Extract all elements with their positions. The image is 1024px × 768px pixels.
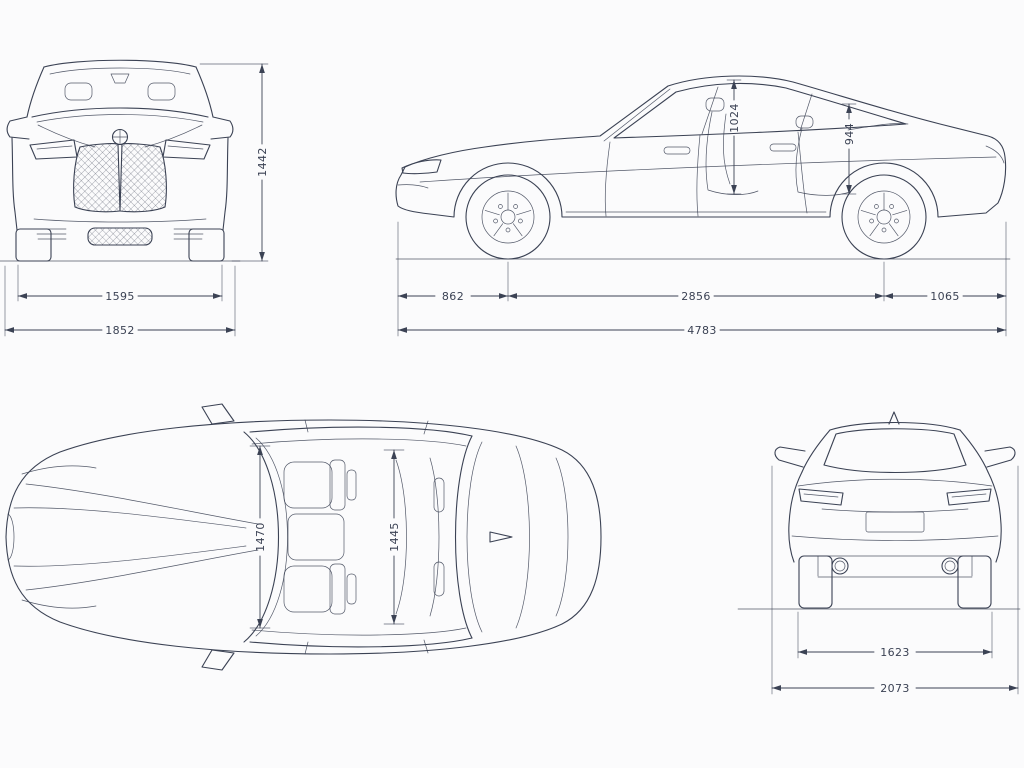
headrest-left (64, 82, 93, 101)
top-car-body (5, 403, 602, 671)
side-glasshouse (613, 82, 907, 139)
dim-width: 1852 (4, 265, 236, 337)
dim-width-label: 1852 (105, 324, 135, 337)
license-plate (865, 511, 925, 533)
dim-overhang-rear-label: 1065 (930, 290, 960, 303)
mirror-top (201, 403, 235, 425)
top-view: 1470 1445 (5, 403, 602, 671)
kidney-grille (73, 143, 167, 213)
front-wheel (465, 174, 551, 260)
rear-tire-left (798, 555, 833, 609)
taillight-left (798, 488, 844, 506)
mirror-bottom (201, 649, 235, 671)
taillight-right (946, 488, 992, 506)
dim-track-label: 1595 (105, 290, 135, 303)
dim-overhang-front-label: 862 (442, 290, 464, 303)
rear-mirror-right (984, 446, 1016, 468)
interior-seats-side (705, 97, 909, 196)
headlight-right (162, 139, 211, 160)
dim-length-label: 4783 (687, 324, 717, 337)
dim-headroom-rear-label: 944 (843, 123, 856, 145)
dim-width-incl-mirrors-label: 2073 (880, 682, 910, 695)
dim-overhang-rear: 1065 (883, 290, 1007, 303)
antenna-fin-top (489, 531, 513, 543)
dim-wheelbase: 2856 (507, 290, 885, 303)
door-handle-front (663, 146, 691, 155)
dim-length: 4783 (397, 324, 1007, 337)
dim-interior-width-rear-label: 1445 (388, 522, 401, 552)
dim-track-rear: 1623 (797, 611, 993, 659)
front-view: 1442 1595 1852 (0, 59, 269, 337)
rear-wheel (841, 174, 927, 260)
interior-seats-top (283, 457, 445, 617)
rearview-mirror (110, 73, 130, 84)
rear-car-body (737, 411, 1021, 610)
headlight-side (401, 159, 442, 175)
dim-track: 1595 (17, 264, 223, 303)
door-handle-rear (769, 143, 797, 152)
side-mirror-left (6, 116, 30, 140)
rear-window-arc (455, 435, 473, 639)
front-tire-left (15, 228, 52, 262)
rear-tire-right (957, 555, 992, 609)
side-car-body (395, 75, 1011, 260)
dim-width-incl-mirrors: 2073 (771, 465, 1019, 695)
headlight-left (29, 139, 78, 160)
brand-roundel (111, 128, 129, 146)
dim-track-rear-label: 1623 (880, 646, 910, 659)
dim-wheelbase-label: 2856 (681, 290, 711, 303)
dim-height: 1442 (199, 63, 269, 262)
antenna-fin-rear (888, 411, 900, 425)
rear-mirror-left (774, 446, 806, 468)
exhaust-left (831, 557, 849, 575)
side-view: 1024 944 862 2856 1065 (395, 75, 1011, 337)
dim-height-label: 1442 (256, 147, 269, 177)
front-car-body (0, 59, 241, 262)
exhaust-right (941, 557, 959, 575)
dim-overhang-front: 862 (397, 290, 509, 303)
dim-interior-width-front-label: 1470 (254, 522, 267, 552)
rear-window (823, 428, 967, 474)
front-tire-right (188, 228, 225, 262)
side-mirror-right (210, 116, 234, 140)
headrest-right (147, 82, 176, 101)
dim-interior-width-front: 1470 (249, 445, 271, 629)
center-intake (87, 227, 153, 246)
dim-headroom-front-label: 1024 (728, 103, 741, 133)
dim-headroom-rear: 944 (841, 103, 857, 195)
dim-headroom-front: 1024 (726, 79, 742, 195)
dim-interior-width-rear: 1445 (383, 449, 405, 625)
rear-view: 1623 2073 (737, 411, 1021, 695)
